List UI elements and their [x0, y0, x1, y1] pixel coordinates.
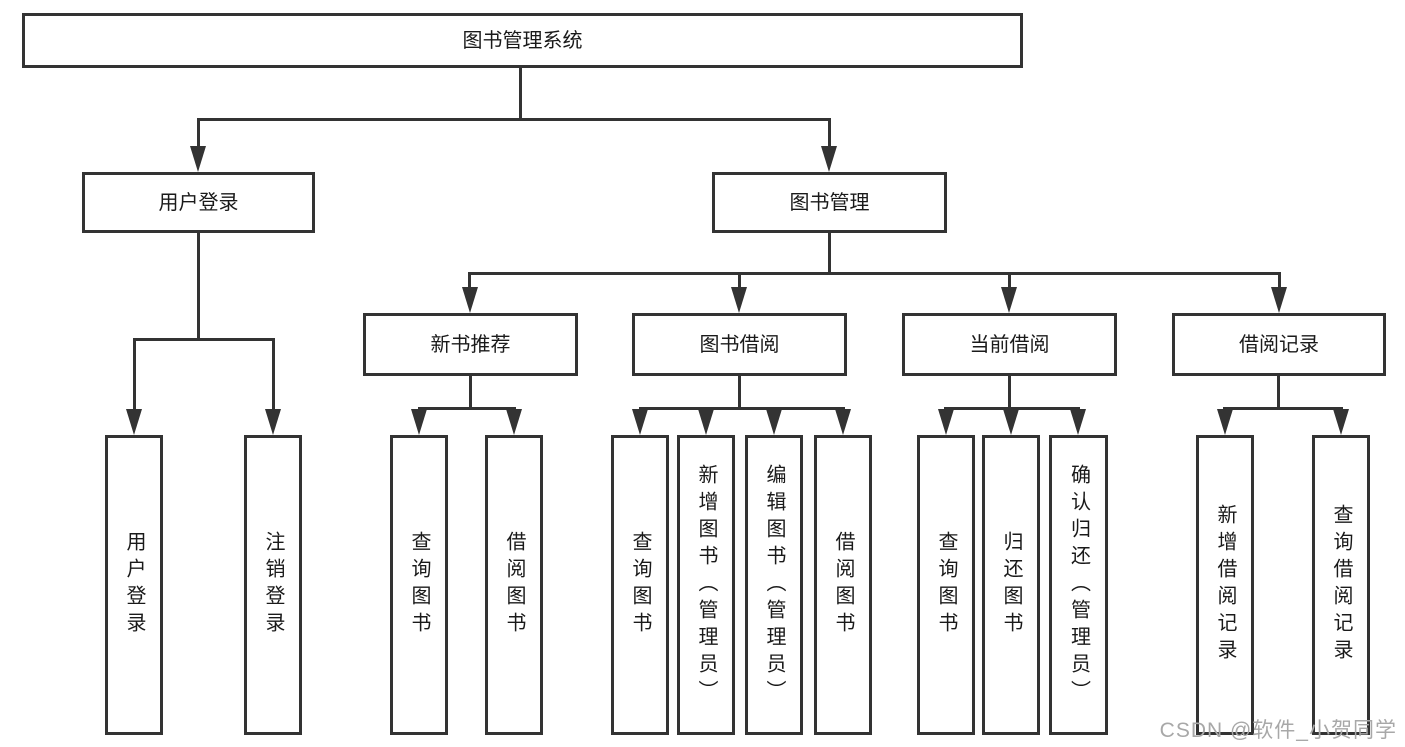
node-borrow-records: 借阅记录: [1172, 313, 1386, 376]
leaf-logout-label: 注销登录: [262, 531, 284, 639]
leaf-user-login-label: 用户登录: [123, 531, 145, 639]
connector-current-borrow-rail: [944, 407, 1080, 410]
arrowhead-br-add-icon: [1217, 409, 1233, 435]
leaf-nb-query-book: 查询图书: [390, 435, 448, 735]
arrowhead-book-borrow-icon: [731, 287, 747, 313]
connector-borrow-records-trunk: [1277, 376, 1280, 409]
arrowhead-new-book-icon: [462, 287, 478, 313]
arrowhead-nb-query-icon: [411, 409, 427, 435]
node-book-borrow: 图书借阅: [632, 313, 847, 376]
leaf-bb-edit-book-admin-label: 编辑图书（管理员）: [763, 463, 785, 707]
leaf-br-add-record: 新增借阅记录: [1196, 435, 1254, 735]
leaf-cb-return-book-label: 归还图书: [1000, 531, 1022, 639]
leaf-bb-add-book-admin: 新增图书（管理员）: [677, 435, 735, 735]
connector-stem-current-borrow: [1008, 272, 1011, 289]
leaf-bb-edit-book-admin: 编辑图书（管理员）: [745, 435, 803, 735]
leaf-bb-borrow-book: 借阅图书: [814, 435, 872, 735]
arrowhead-cb-query-icon: [938, 409, 954, 435]
leaf-bb-add-book-admin-label: 新增图书（管理员）: [695, 463, 717, 707]
arrowhead-leaf-login-icon: [126, 409, 142, 435]
node-new-book-recommend: 新书推荐: [363, 313, 578, 376]
connector-stem-borrow-records: [1278, 272, 1281, 289]
connector-root-stem-right: [828, 118, 831, 150]
connector-root-stem-left: [197, 118, 200, 150]
leaf-cb-return-book: 归还图书: [982, 435, 1040, 735]
leaf-br-query-record: 查询借阅记录: [1312, 435, 1370, 735]
arrowhead-br-query-icon: [1333, 409, 1349, 435]
leaf-cb-confirm-return-admin-label: 确认归还（管理员）: [1067, 463, 1090, 707]
connector-stem-book-borrow: [738, 272, 741, 289]
connector-root-rail: [197, 118, 831, 121]
connector-book-management-trunk: [828, 233, 831, 274]
connector-stem-new-book: [468, 272, 471, 289]
connector-root-trunk: [519, 68, 522, 118]
leaf-cb-query-book: 查询图书: [917, 435, 975, 735]
arrowhead-bb-query-icon: [632, 409, 648, 435]
connector-user-login-trunk: [197, 233, 200, 338]
node-book-management: 图书管理: [712, 172, 947, 233]
arrowhead-cb-confirm-icon: [1070, 409, 1086, 435]
connector-book-borrow-trunk: [738, 376, 741, 409]
leaf-nb-borrow-book-label: 借阅图书: [503, 531, 525, 639]
leaf-br-add-record-label: 新增借阅记录: [1214, 504, 1236, 666]
connector-user-login-stem-2: [272, 338, 275, 413]
csdn-watermark: CSDN @软件_小贺同学: [1159, 719, 1397, 742]
arrowhead-leaf-logout-icon: [265, 409, 281, 435]
leaf-nb-borrow-book: 借阅图书: [485, 435, 543, 735]
connector-user-login-rail: [133, 338, 275, 341]
connector-book-management-rail: [468, 272, 1281, 275]
leaf-bb-query-book: 查询图书: [611, 435, 669, 735]
leaf-cb-confirm-return-admin: 确认归还（管理员）: [1049, 435, 1108, 735]
arrowhead-borrow-records-icon: [1271, 287, 1287, 313]
leaf-cb-query-book-label: 查询图书: [935, 531, 957, 639]
connector-new-book-rail: [418, 407, 516, 410]
leaf-bb-query-book-label: 查询图书: [629, 531, 651, 639]
arrowhead-bb-edit-icon: [766, 409, 782, 435]
leaf-logout: 注销登录: [244, 435, 302, 735]
node-user-login: 用户登录: [82, 172, 315, 233]
leaf-nb-query-book-label: 查询图书: [408, 531, 430, 639]
connector-new-book-trunk: [469, 376, 472, 409]
connector-book-borrow-rail: [639, 407, 845, 410]
leaf-user-login: 用户登录: [105, 435, 163, 735]
arrowhead-user-login-icon: [190, 146, 206, 172]
arrowhead-bb-add-icon: [698, 409, 714, 435]
node-root: 图书管理系统: [22, 13, 1023, 68]
arrowhead-cb-return-icon: [1003, 409, 1019, 435]
leaf-br-query-record-label: 查询借阅记录: [1330, 504, 1352, 666]
arrowhead-current-borrow-icon: [1001, 287, 1017, 313]
arrowhead-book-management-icon: [821, 146, 837, 172]
arrowhead-bb-borrow-icon: [835, 409, 851, 435]
arrowhead-nb-borrow-icon: [506, 409, 522, 435]
connector-current-borrow-trunk: [1008, 376, 1011, 409]
leaf-bb-borrow-book-label: 借阅图书: [832, 531, 854, 639]
connector-user-login-stem-1: [133, 338, 136, 413]
node-current-borrow: 当前借阅: [902, 313, 1117, 376]
connector-borrow-records-rail: [1223, 407, 1343, 410]
